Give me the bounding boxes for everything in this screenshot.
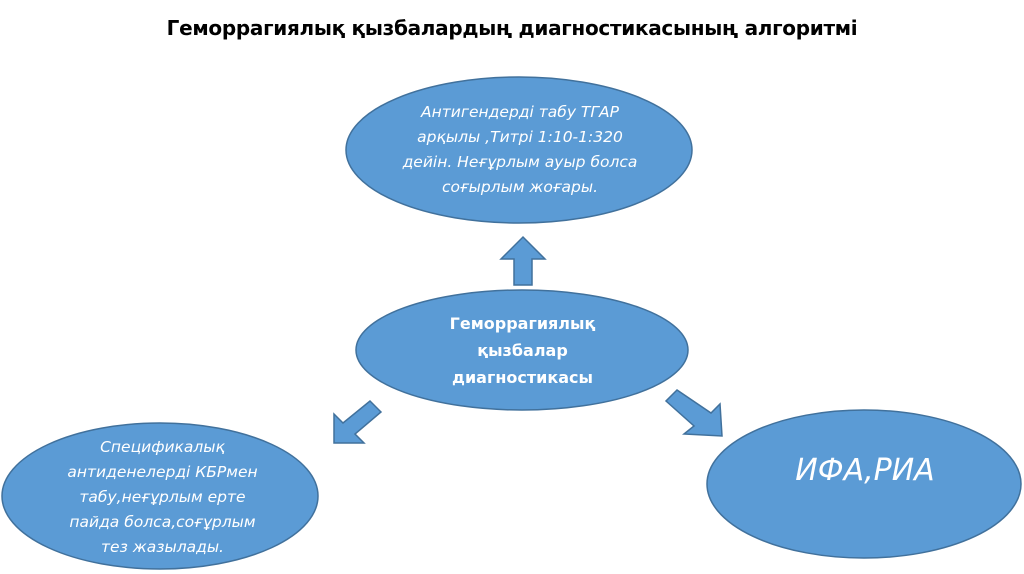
arrow-down-right-icon — [664, 389, 723, 437]
top-node-text: Антигендерді табу ТГАР арқылы ,Титрі 1:1… — [402, 103, 638, 196]
top-ellipse — [345, 76, 693, 224]
left-ellipse — [1, 422, 319, 570]
right-ellipse — [706, 409, 1022, 559]
arrow-up-icon — [499, 235, 547, 286]
arrow-down-left-icon — [333, 399, 383, 444]
center-ellipse — [355, 289, 689, 411]
left-node-text: Спецификалық антиденелерді КБРмен табу,н… — [67, 438, 258, 556]
page-title: Геморрагиялық қызбалардың диагностикасын… — [166, 16, 858, 40]
center-node-text: Геморрагиялық қызбалар диагностикасы — [449, 313, 596, 387]
right-node-text: ИФА,РИА — [795, 452, 935, 488]
